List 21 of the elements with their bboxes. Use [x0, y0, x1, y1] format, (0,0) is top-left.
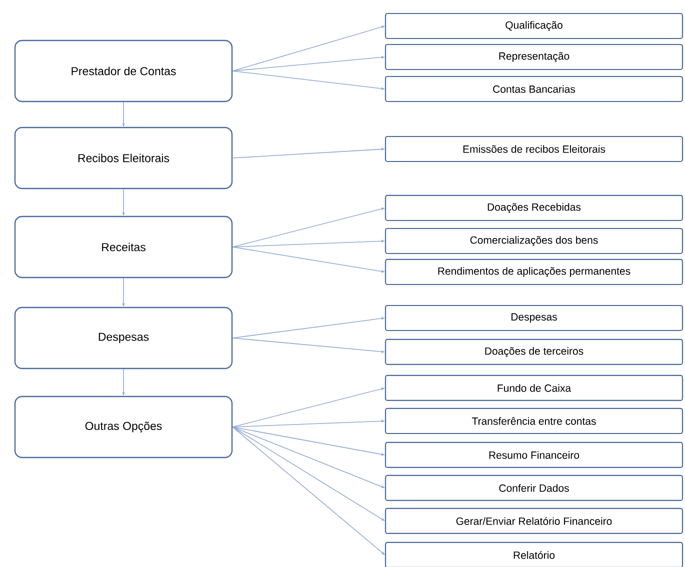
menu-box: Receitas: [14, 216, 233, 278]
option-box: Contas Bancarias: [384, 76, 684, 102]
option-box: Doações de terceiros: [384, 338, 684, 366]
menu-box: Recibos Eleitorais: [14, 126, 233, 190]
option-box: Resumo Financeiro: [384, 442, 684, 468]
option-box: Doações Recebidas: [384, 194, 684, 222]
option-box: Relatório: [384, 542, 684, 567]
option-box: Despesas: [384, 304, 684, 332]
option-box: Transferência entre contas: [384, 408, 684, 434]
menu-box: Despesas: [14, 306, 233, 370]
option-box: Representação: [384, 44, 684, 70]
menu-box: Outras Opções: [14, 396, 233, 458]
menu-box: Prestador de Contas: [14, 40, 233, 102]
option-box: Emissões de recibos Eleitorais: [384, 136, 684, 162]
option-box: Fundo de Caixa: [384, 374, 684, 402]
arrow: [232, 426, 385, 555]
option-box: Rendimentos de aplicações permanentes: [384, 258, 684, 286]
option-box: Qualificação: [384, 12, 684, 40]
option-box: Comercializações dos bens: [384, 228, 684, 254]
option-box: Conferir Dados: [384, 474, 684, 502]
option-box: Gerar/Enviar Relatório Financeiro: [384, 508, 684, 534]
